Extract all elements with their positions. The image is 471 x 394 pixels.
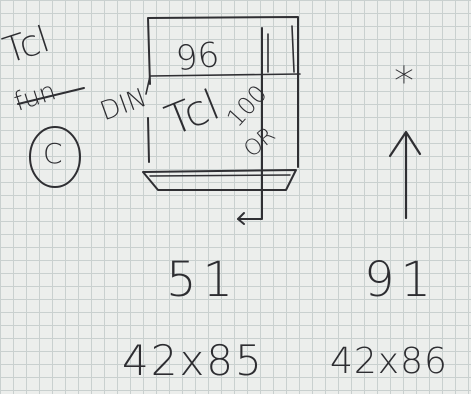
- north-arrow-head: [388, 130, 422, 158]
- box-left-lower: [147, 117, 150, 163]
- outlet-arrowhead: [237, 212, 245, 225]
- box-base-inner: [149, 174, 291, 177]
- box-width-label: 96: [174, 34, 222, 80]
- box-mid-rule: [145, 73, 301, 95]
- strike-line: [17, 87, 85, 105]
- right-figure-size: 42x86: [330, 341, 448, 382]
- circled-letter-ring: [29, 126, 81, 188]
- outlet-hook: [237, 211, 263, 220]
- box-outline: [147, 16, 299, 168]
- left-figure-number: 51: [166, 252, 240, 308]
- asterisk-marker: *: [394, 59, 414, 105]
- right-figure-number: 91: [364, 252, 438, 308]
- box-base: [142, 169, 297, 191]
- box-right-tick: [291, 25, 295, 73]
- margin-note-circled: C: [43, 137, 63, 170]
- left-figure-size: 42x85: [122, 336, 264, 385]
